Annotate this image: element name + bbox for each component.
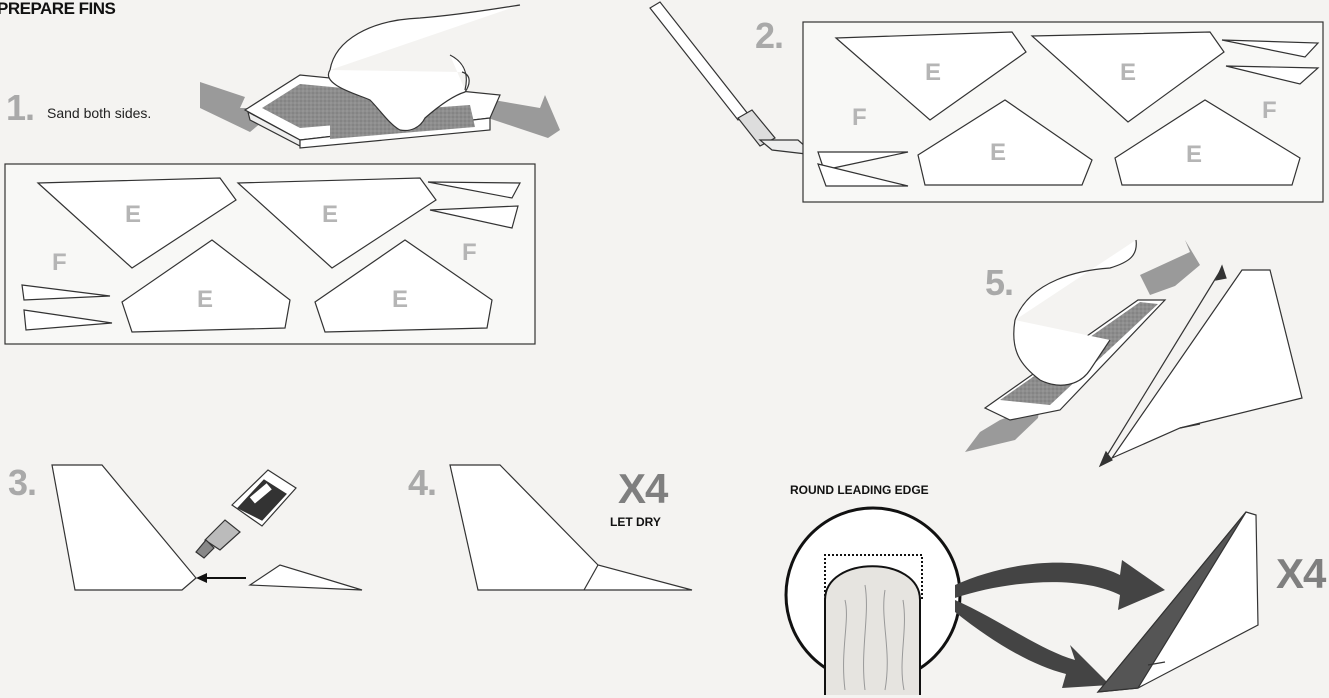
step-1-number: 1.	[6, 87, 35, 128]
let-dry-label: LET DRY	[610, 515, 661, 529]
step-4-number: 4.	[408, 462, 437, 503]
fin-e-label: E	[322, 201, 338, 228]
step-5-multiplier: X4	[1276, 550, 1326, 597]
balsa-sheet-2-labels: E E F F E E	[852, 59, 1277, 168]
sanding-block-illustration-2	[965, 239, 1200, 452]
fin-f-label: F	[52, 249, 67, 276]
fin-f-label: F	[1262, 97, 1277, 124]
fin-e-label: E	[1120, 59, 1136, 86]
round-leading-edge-label: ROUND LEADING EDGE	[790, 483, 929, 497]
step-1-caption: Sand both sides.	[47, 105, 152, 121]
dark-curved-arrows	[955, 560, 1165, 688]
curved-arrow-icon	[955, 560, 1165, 610]
curved-arrow-icon	[955, 600, 1110, 688]
step-4-multiplier: X4	[618, 465, 668, 512]
double-arrow-icon	[1102, 267, 1223, 463]
fin-f-label: F	[462, 239, 477, 266]
hobby-knife-icon	[649, 1, 817, 156]
leading-edge-detail-circle	[784, 506, 962, 695]
step-2-number: 2.	[755, 15, 784, 56]
fin-e-label: E	[197, 286, 213, 313]
fin-edge-illustration	[1098, 264, 1303, 468]
fin-e-label: E	[925, 59, 941, 86]
step-3-number: 3.	[8, 462, 37, 503]
balsa-sheet-1-labels: E E F F E E	[52, 201, 477, 313]
fin-e-label: E	[392, 286, 408, 313]
final-fin-illustration	[1096, 511, 1259, 693]
sanding-block-illustration-1	[200, 4, 560, 149]
fin-e-label: E	[125, 201, 141, 228]
fin-f-label: F	[852, 104, 867, 131]
arrow-left-icon	[196, 573, 207, 583]
balsa-sheet-2	[802, 21, 1324, 203]
arrow-up-right-icon	[1140, 240, 1200, 295]
balsa-sheet-1	[4, 163, 536, 345]
step-5-number: 5.	[985, 262, 1014, 303]
assembled-fin-illustration	[449, 464, 693, 591]
fin-e-label: E	[990, 139, 1006, 166]
page-title: PREPARE FINS	[0, 0, 116, 18]
fin-e-label: E	[1186, 141, 1202, 168]
fin-glue-illustration	[51, 464, 363, 591]
glue-bottle-icon	[195, 469, 297, 559]
